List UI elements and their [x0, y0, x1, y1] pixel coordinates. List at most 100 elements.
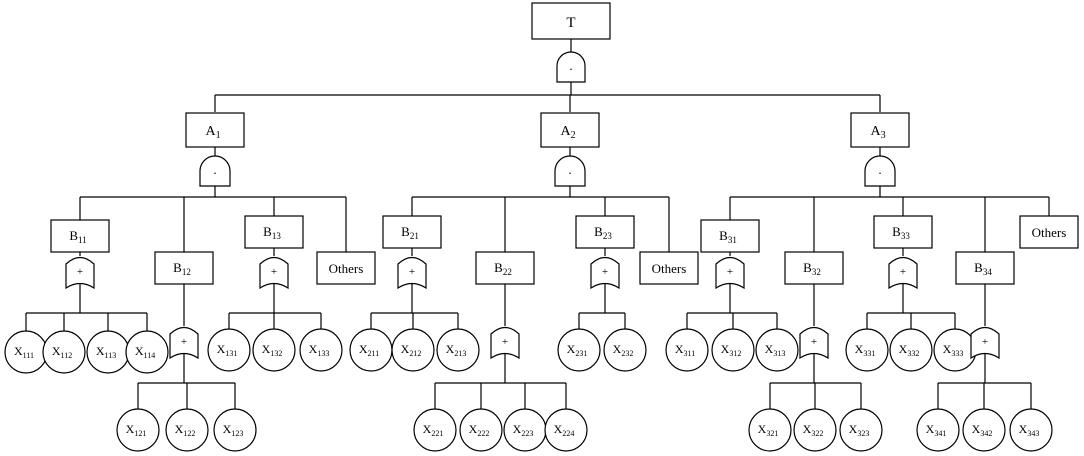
basic-event-label-x322-base: X — [803, 422, 812, 436]
event-label-a3: A3 — [870, 124, 885, 141]
basic-event-circle-x312 — [711, 328, 755, 372]
basic-event-circle-x133 — [299, 328, 343, 372]
event-label-b33: B33 — [892, 224, 910, 241]
event-box-o2 — [639, 251, 699, 285]
basic-event-label-x213-subscript: 213 — [454, 349, 466, 358]
basic-event-label-x121: X121 — [126, 422, 147, 438]
basic-event-circle-x224 — [544, 408, 588, 452]
event-a1-gate-symbol: · — [213, 166, 217, 181]
event-b31-gate-symbol: + — [727, 266, 733, 278]
event-box-a3 — [850, 112, 910, 148]
event-b33-or-gate-icon — [888, 256, 918, 290]
event-b32-or-gate-icon — [799, 326, 829, 360]
event-label-b11: B11 — [69, 228, 86, 245]
event-label-b12-subscript: 12 — [182, 267, 191, 277]
basic-event-label-x111: X111 — [14, 344, 34, 360]
basic-event-label-x333-subscript: 333 — [951, 349, 963, 358]
basic-event-circle-x313 — [755, 328, 799, 372]
event-label-b11-base: B — [69, 228, 78, 243]
event-label-a2-base: A — [560, 124, 571, 139]
event-a2-and-gate-icon — [554, 155, 586, 187]
others-label-o3: Others — [1032, 225, 1067, 240]
basic-event-label-x122-base: X — [175, 422, 184, 436]
event-label-b13: B13 — [263, 224, 281, 241]
basic-event-circle-x311 — [665, 328, 709, 372]
top-event-and-gate-icon — [556, 51, 586, 83]
basic-event-label-x132-subscript: 132 — [270, 349, 282, 358]
event-label-b12-base: B — [173, 260, 182, 275]
basic-event-label-x341-base: X — [926, 422, 935, 436]
basic-event-label-x223: X223 — [513, 422, 534, 438]
event-box-b13 — [244, 215, 304, 249]
basic-event-label-x311-subscript: 311 — [683, 349, 695, 358]
basic-event-circle-x342 — [962, 408, 1006, 452]
basic-event-label-x333-base: X — [943, 342, 952, 356]
basic-event-label-x132: X132 — [262, 342, 283, 358]
event-b11-gate-symbol: + — [77, 266, 83, 278]
event-a1-and-gate-icon — [199, 155, 231, 187]
event-label-b22-base: B — [494, 260, 503, 275]
others-label-o2-base: Others — [652, 261, 687, 276]
basic-event-label-x123-base: X — [223, 422, 232, 436]
event-label-b22-subscript: 22 — [503, 267, 512, 277]
basic-event-circle-x323 — [839, 408, 883, 452]
basic-event-label-x112: X112 — [52, 344, 72, 360]
basic-event-circle-x331 — [845, 328, 889, 372]
basic-event-circle-x213 — [436, 328, 480, 372]
event-box-o3 — [1019, 215, 1079, 249]
basic-event-circle-x221 — [413, 408, 457, 452]
basic-event-label-x331: X331 — [855, 342, 876, 358]
event-label-b13-subscript: 13 — [272, 231, 282, 241]
basic-event-label-x232-base: X — [613, 342, 622, 356]
basic-event-circle-x122 — [165, 408, 209, 452]
basic-event-circle-x222 — [459, 408, 503, 452]
event-b21-gate-symbol: + — [409, 266, 415, 278]
basic-event-label-x222-subscript: 222 — [477, 429, 489, 438]
basic-event-label-x223-base: X — [513, 422, 522, 436]
others-label-o1-base: Others — [329, 261, 364, 276]
others-label-o2: Others — [652, 261, 687, 276]
event-label-b23-base: B — [594, 224, 603, 239]
basic-event-label-x312: X312 — [721, 342, 742, 358]
basic-event-circle-x322 — [793, 408, 837, 452]
event-b22-gate-symbol: + — [502, 336, 508, 348]
event-box-b34 — [955, 251, 1015, 285]
basic-event-circle-x343 — [1009, 408, 1053, 452]
event-label-a1-base: A — [205, 124, 216, 139]
basic-event-label-x313-base: X — [765, 342, 774, 356]
basic-event-label-x331-base: X — [855, 342, 864, 356]
event-b13-gate-symbol: + — [271, 266, 277, 278]
basic-event-label-x311-base: X — [675, 342, 684, 356]
basic-event-label-x123: X123 — [223, 422, 244, 438]
event-b23-or-gate-icon — [590, 256, 620, 290]
event-label-a1: A1 — [205, 124, 220, 141]
event-box-o1 — [316, 251, 376, 285]
basic-event-label-x222: X222 — [469, 422, 490, 438]
basic-event-label-x333: X333 — [943, 342, 964, 358]
basic-event-circle-x231 — [557, 328, 601, 372]
event-label-b34-subscript: 34 — [983, 267, 993, 277]
basic-event-label-x131-base: X — [217, 342, 226, 356]
basic-event-circle-x123 — [213, 408, 257, 452]
event-a2-gate-symbol: · — [568, 166, 572, 181]
basic-event-circle-x131 — [207, 328, 251, 372]
basic-event-label-x322: X322 — [803, 422, 824, 438]
event-b13-or-gate-icon — [259, 256, 289, 290]
event-b34-or-gate-icon — [970, 326, 1000, 360]
basic-event-label-x313: X313 — [765, 342, 786, 358]
event-label-b12: B12 — [173, 260, 191, 277]
basic-event-label-x223-subscript: 223 — [521, 429, 533, 438]
event-box-b33 — [873, 215, 933, 249]
event-box-b12 — [154, 251, 214, 285]
event-label-b13-base: B — [263, 224, 272, 239]
top-event-gate-symbol: · — [569, 62, 573, 77]
basic-event-label-x113-subscript: 113 — [104, 351, 116, 360]
basic-event-circle-x132 — [252, 328, 296, 372]
basic-event-label-x114: X114 — [135, 344, 155, 360]
basic-event-label-x321: X321 — [758, 422, 779, 438]
event-label-b23-subscript: 23 — [603, 231, 613, 241]
basic-event-label-x312-base: X — [721, 342, 730, 356]
event-box-b11 — [50, 219, 110, 253]
basic-event-label-x122: X122 — [175, 422, 196, 438]
event-label-a3-subscript: 3 — [881, 130, 886, 141]
